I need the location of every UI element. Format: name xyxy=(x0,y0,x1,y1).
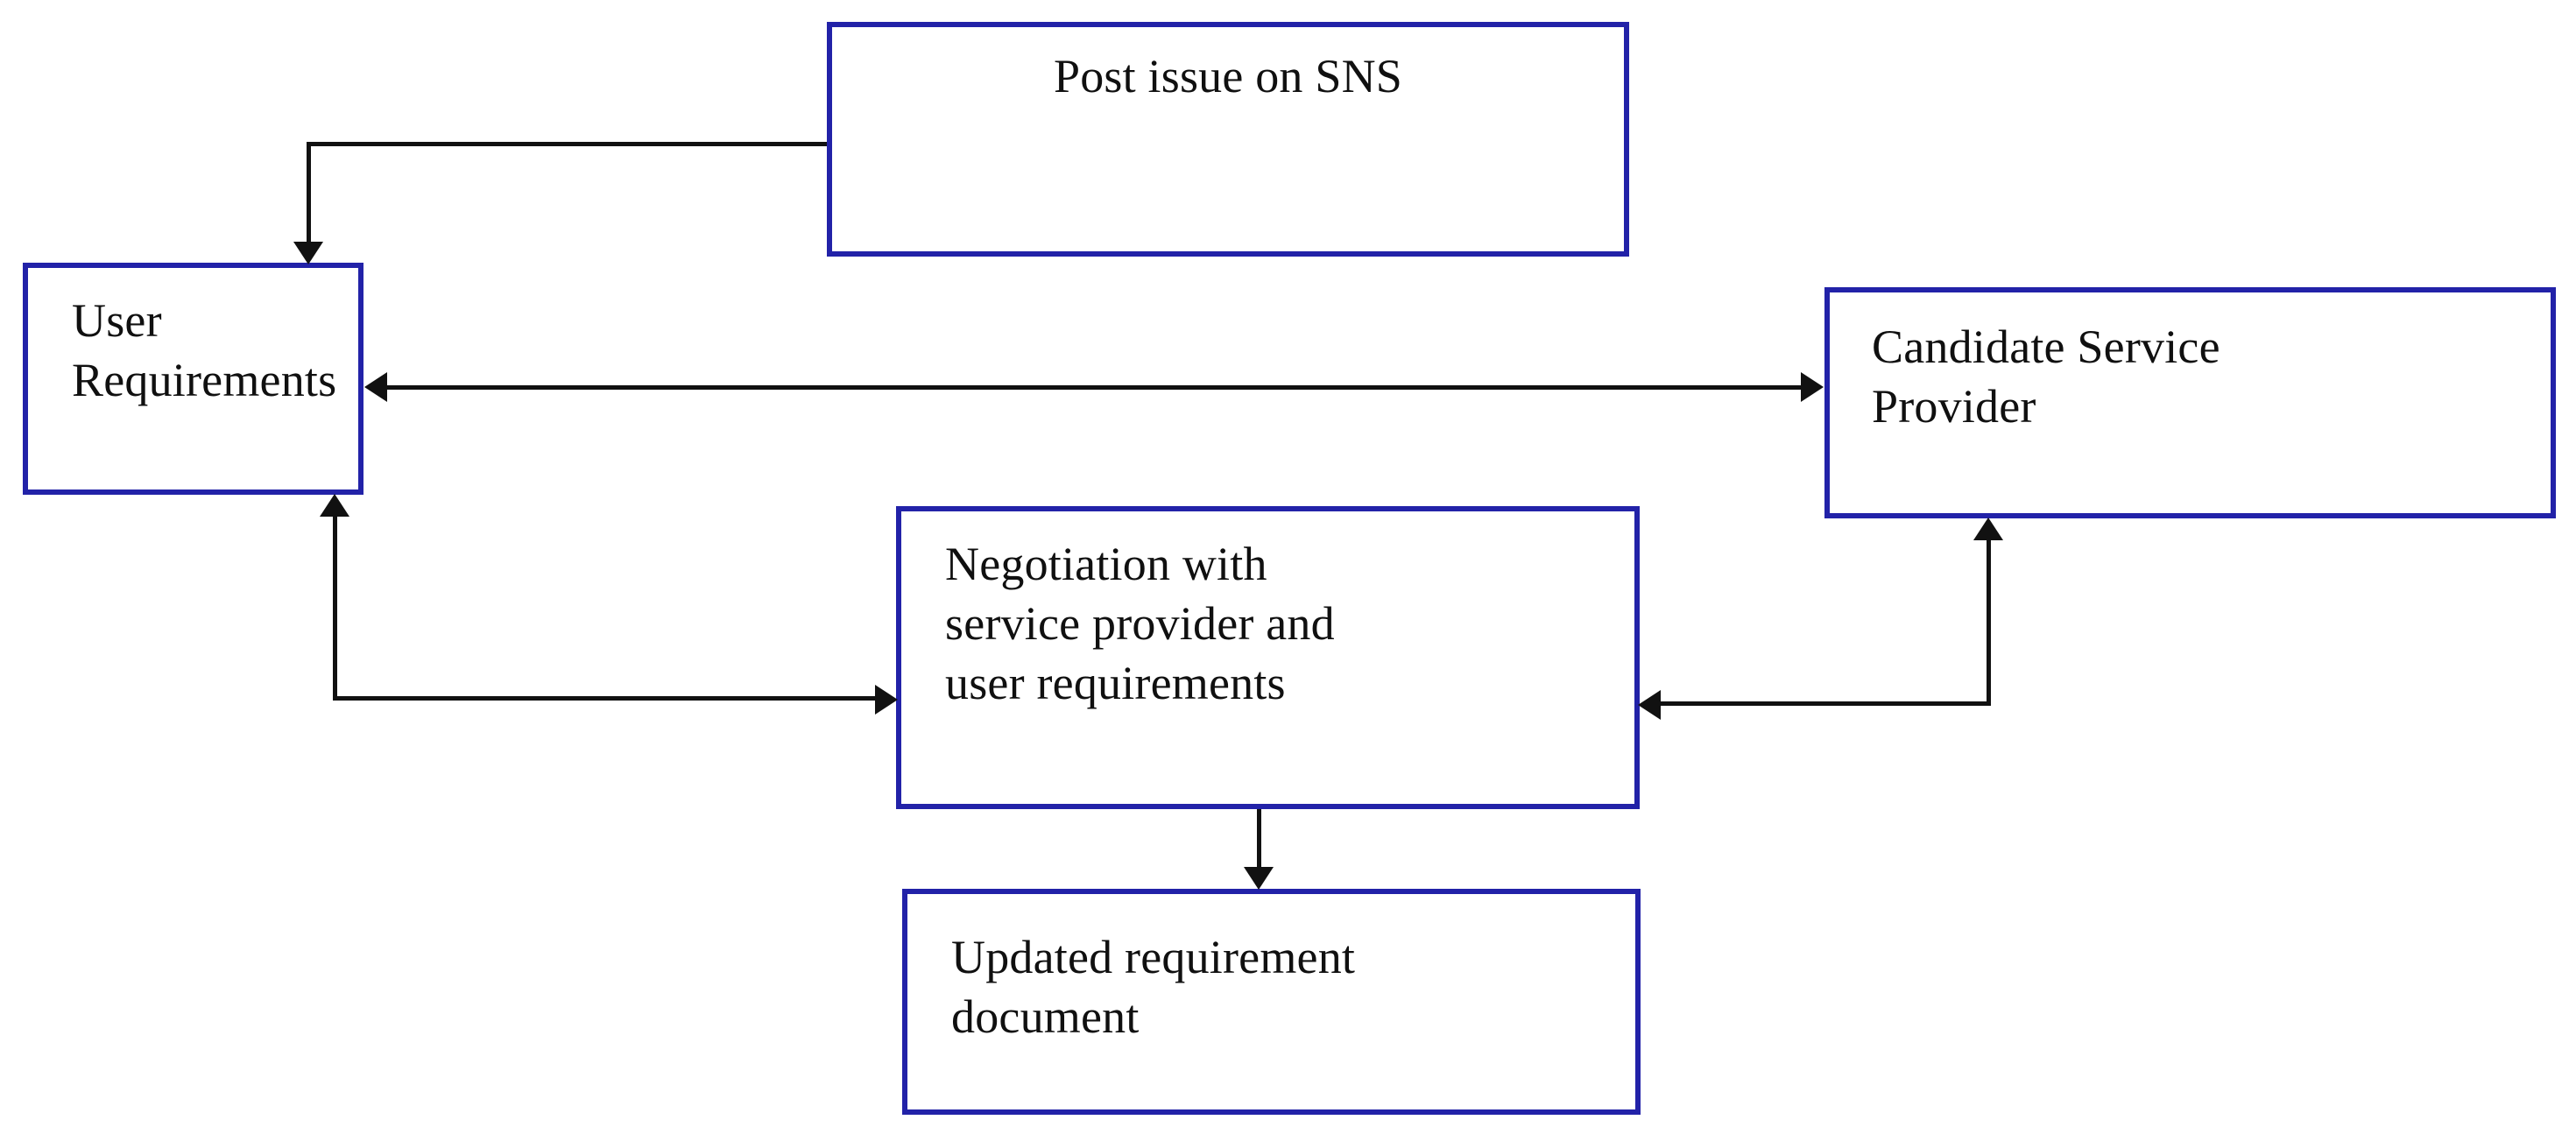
arrowhead-left-into-negotiation xyxy=(1638,690,1661,720)
node-user-requirements[interactable]: User Requirements xyxy=(23,263,363,495)
node-updated-requirement-document[interactable]: Updated requirement document xyxy=(902,889,1641,1115)
connector-user-requirements-to-negotiation-vertical xyxy=(333,515,337,701)
node-updated-requirement-document-label: Updated requirement document xyxy=(951,931,1356,1043)
node-post-issue-on-sns[interactable]: Post issue on SNS xyxy=(827,22,1629,257)
node-candidate-service-provider-label: Candidate Service Provider xyxy=(1872,320,2220,433)
node-user-requirements-label: User Requirements xyxy=(72,294,337,406)
arrowhead-right-into-negotiation xyxy=(875,685,898,715)
connector-post-issue-to-user-requirements-vertical xyxy=(307,142,311,245)
connector-candidate-provider-to-negotiation-vertical xyxy=(1987,539,1991,706)
arrowhead-right-into-candidate-provider xyxy=(1801,372,1824,402)
connector-candidate-provider-to-negotiation-horizontal xyxy=(1660,701,1991,706)
arrowhead-left-into-user-requirements xyxy=(364,372,387,402)
connector-user-requirements-to-candidate-provider-line xyxy=(385,385,1803,390)
arrowhead-up-into-user-requirements xyxy=(320,494,349,517)
connector-post-issue-to-user-requirements-horizontal xyxy=(307,142,829,146)
arrowhead-down-into-updated-document xyxy=(1244,867,1274,890)
node-candidate-service-provider[interactable]: Candidate Service Provider xyxy=(1824,287,2556,518)
node-negotiation-with-service-provider[interactable]: Negotiation with service provider and us… xyxy=(896,506,1640,809)
arrowhead-up-into-candidate-provider xyxy=(1973,518,2003,540)
node-post-issue-on-sns-label: Post issue on SNS xyxy=(1053,50,1402,102)
node-negotiation-with-service-provider-label: Negotiation with service provider and us… xyxy=(945,538,1335,709)
arrowhead-down-into-user-requirements xyxy=(293,242,323,264)
connector-negotiation-to-updated-document-line xyxy=(1257,809,1261,870)
connector-user-requirements-to-negotiation-horizontal xyxy=(333,696,877,701)
